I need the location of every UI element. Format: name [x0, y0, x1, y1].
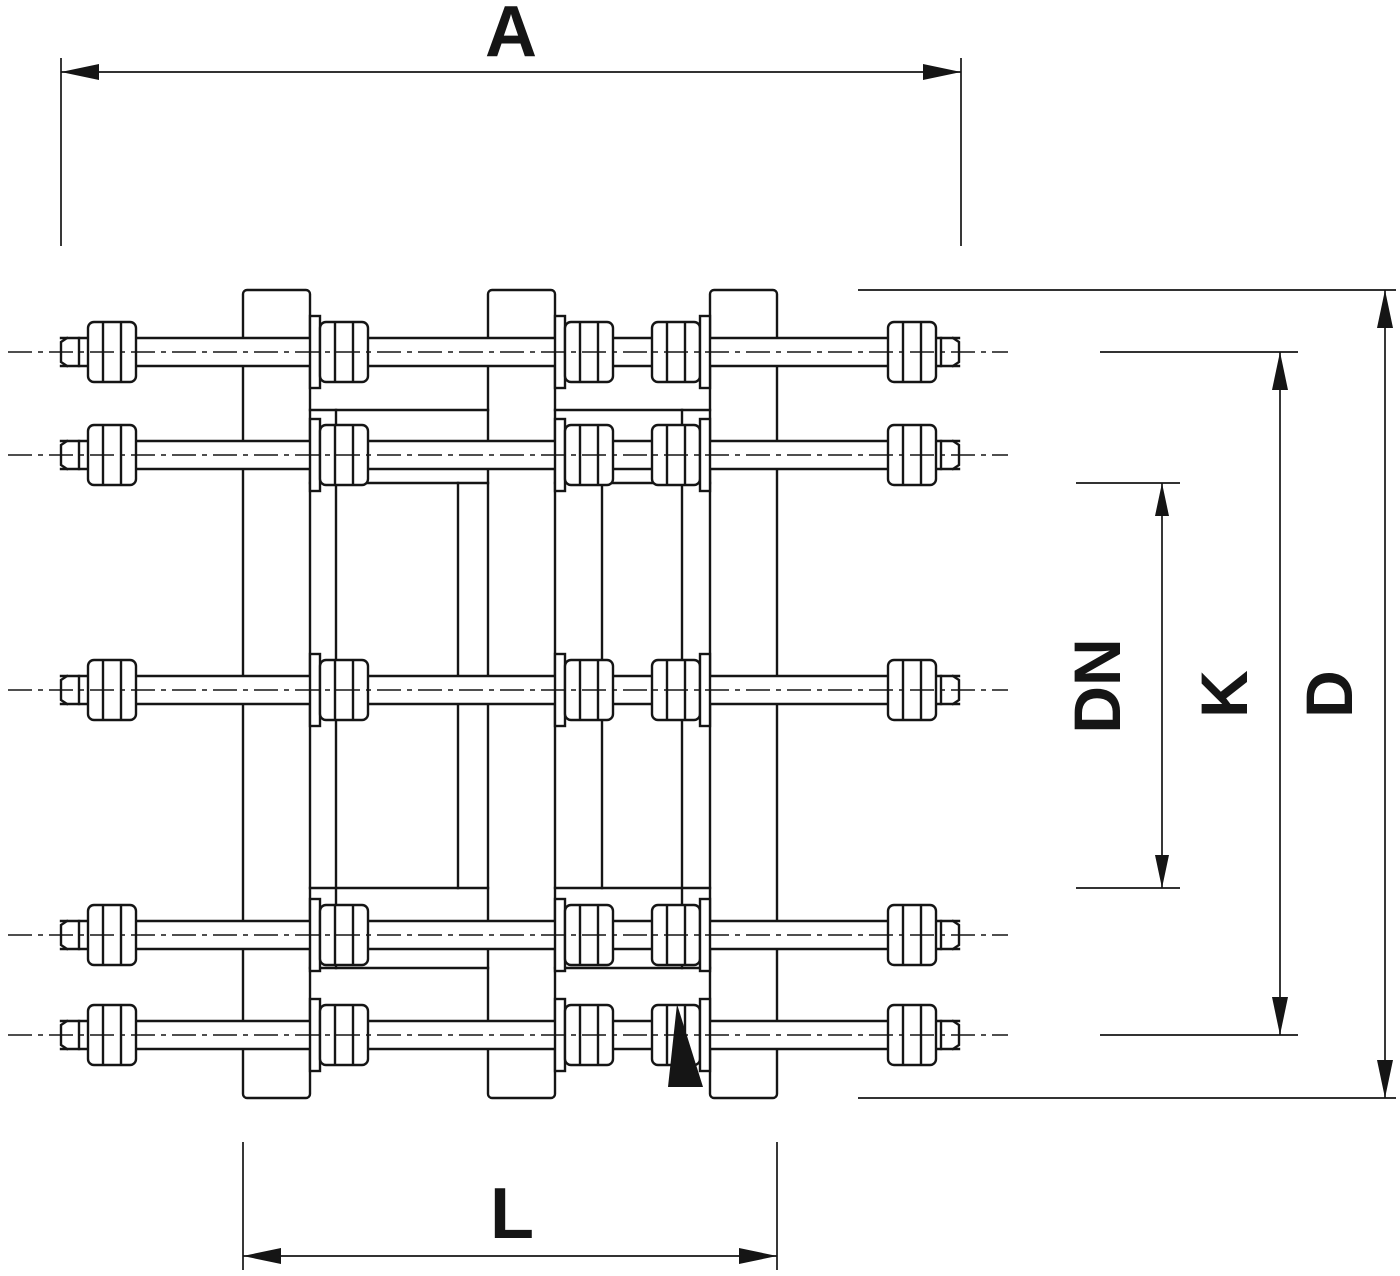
dim-label-d: D: [1292, 670, 1366, 718]
dim-label-a: A: [485, 0, 537, 72]
dimension-d: D: [858, 289, 1396, 1099]
arrowhead-top: [1155, 483, 1169, 516]
section-marker: [668, 1004, 703, 1087]
arrowhead-top: [1377, 290, 1393, 328]
bolt-centerlines: [8, 351, 1008, 1036]
arrowhead-bottom: [1155, 855, 1169, 888]
arrowhead-right: [739, 1248, 777, 1264]
coupling-body: [61, 288, 959, 1100]
dimension-dn: DN: [1060, 482, 1180, 889]
dimension-l: L: [242, 1142, 778, 1270]
dim-label-dn: DN: [1060, 638, 1134, 733]
arrowhead-bottom: [1377, 1060, 1393, 1098]
dimension-a: A: [60, 0, 962, 246]
arrowhead-top: [1272, 352, 1288, 390]
arrowhead-left: [61, 64, 99, 80]
arrowhead-left: [243, 1248, 281, 1264]
dim-label-k: K: [1187, 670, 1261, 718]
arrowhead-bottom: [1272, 997, 1288, 1035]
dimension-k: K: [1100, 351, 1298, 1036]
dim-label-l: L: [490, 1174, 534, 1254]
arrowhead-right: [923, 64, 961, 80]
